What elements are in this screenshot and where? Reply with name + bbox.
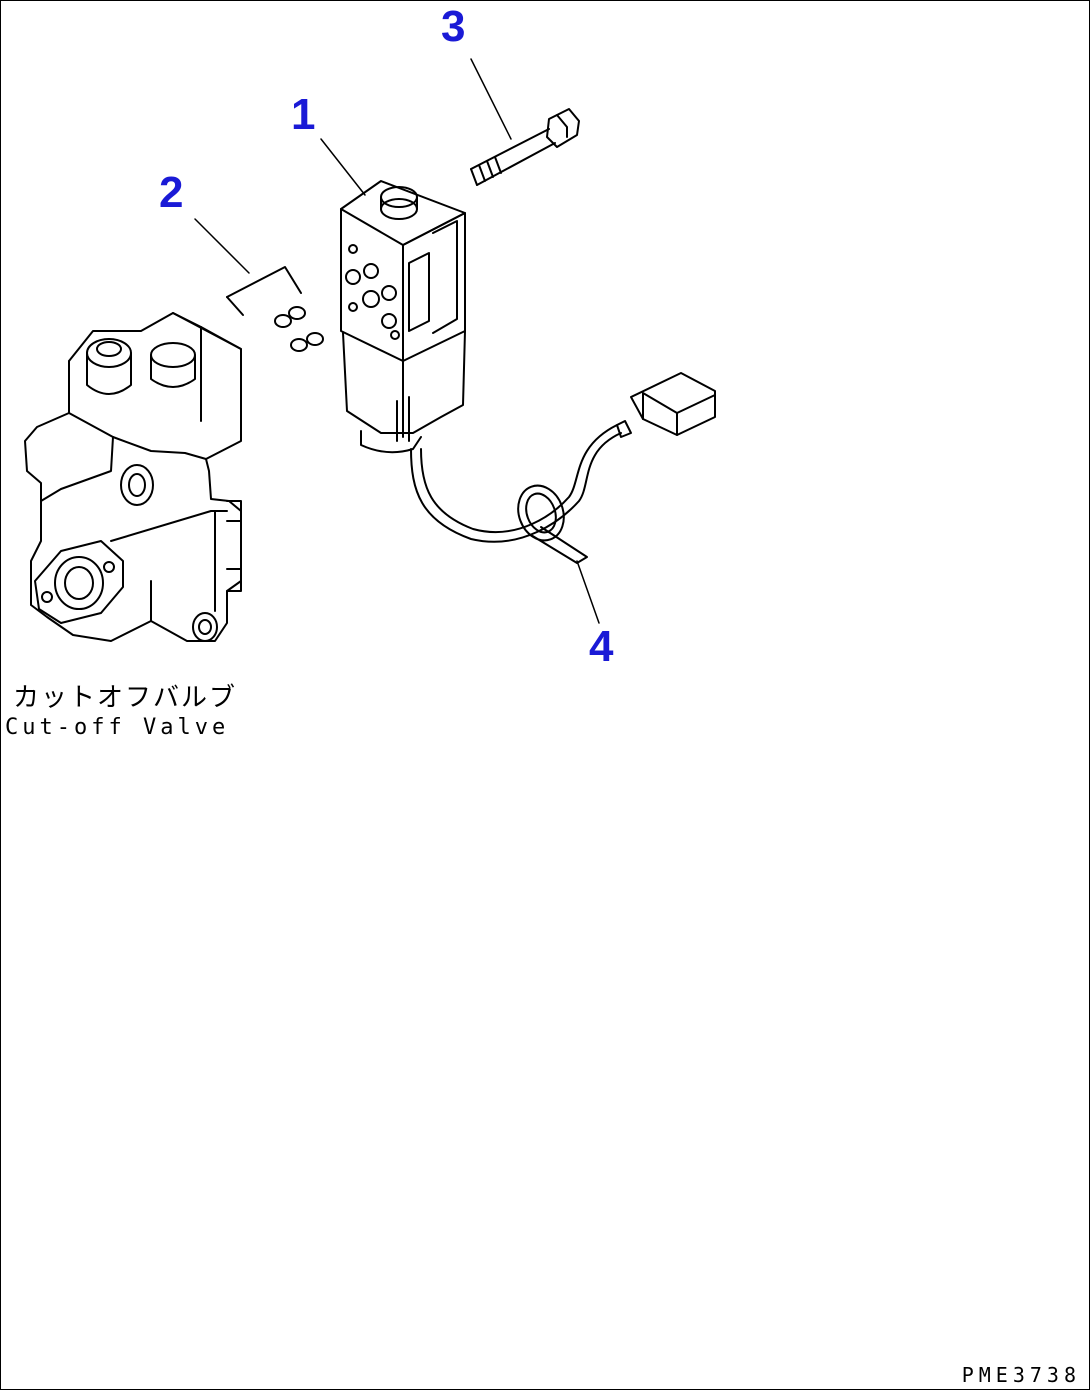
- bolt-drawing: [470, 108, 580, 186]
- callout-part-2: 2: [159, 168, 184, 217]
- valve-label-japanese: カットオフバルブ: [13, 683, 238, 713]
- solenoid-valve-drawing: [340, 180, 466, 454]
- leader-lines: [194, 58, 600, 624]
- clip-drawing: [517, 484, 588, 564]
- cut-off-valve-drawing: [24, 312, 242, 642]
- callout-part-1: 1: [291, 90, 316, 139]
- valve-label-english: Cut-off Valve: [5, 715, 230, 740]
- drawing-code: PME3738: [961, 1363, 1081, 1387]
- callout-part-4: 4: [589, 622, 614, 671]
- callout-part-3: 3: [441, 2, 466, 51]
- o-ring-set-drawing: [226, 266, 324, 352]
